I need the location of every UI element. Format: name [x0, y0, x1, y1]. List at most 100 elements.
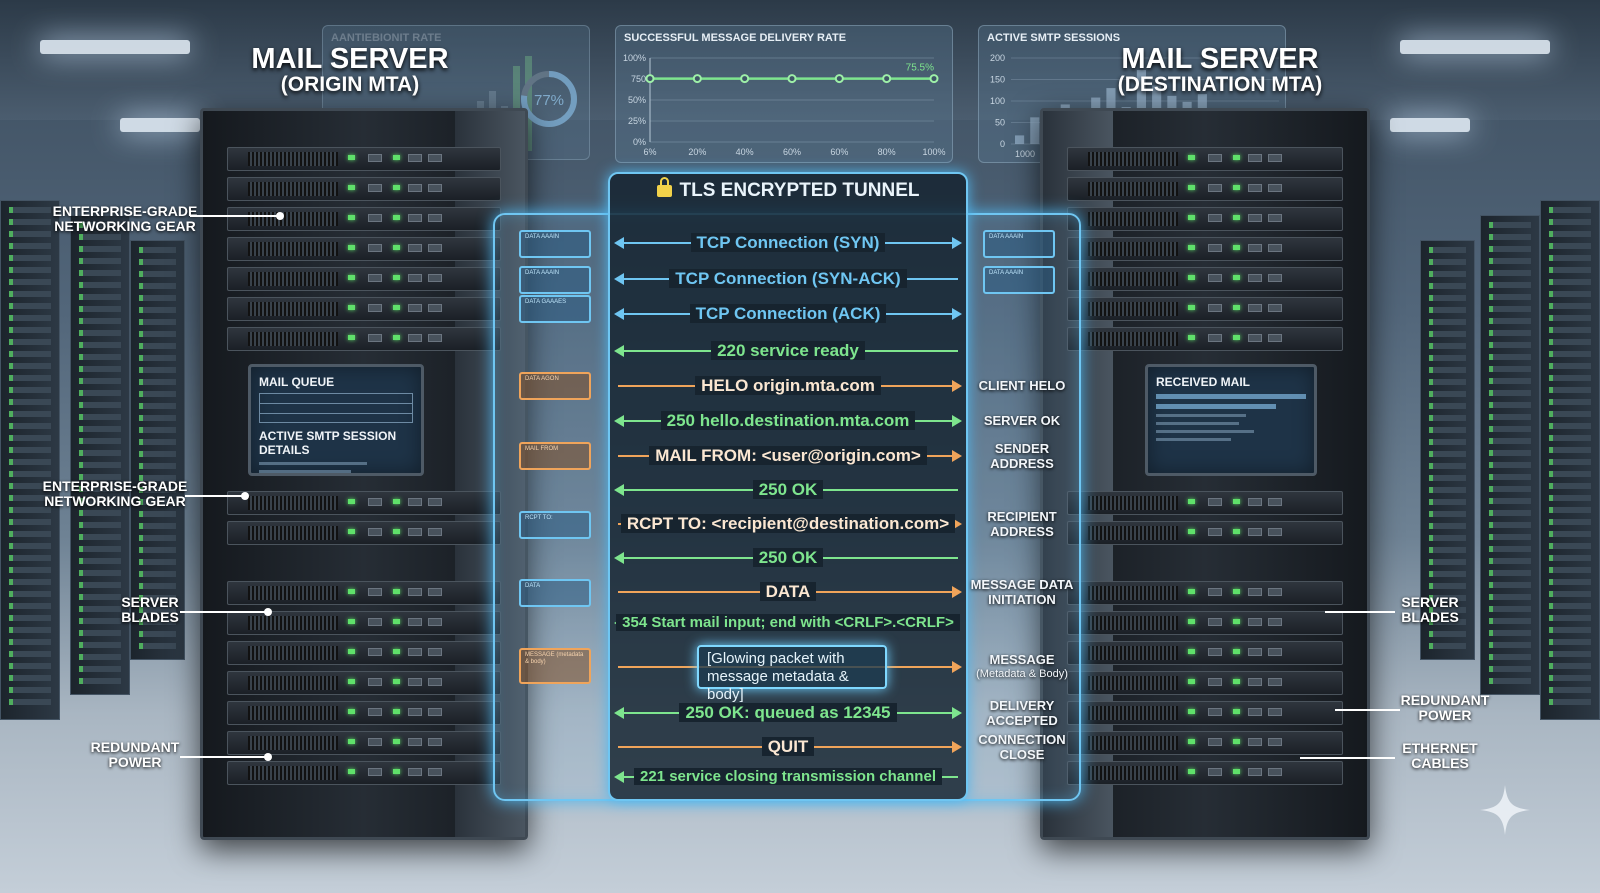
- callout-line-1: REDUNDANT: [1400, 692, 1490, 708]
- destination-server-title: MAIL SERVER (DESTINATION MTA): [1100, 44, 1340, 96]
- server-unit: [1067, 641, 1343, 665]
- arrow-right-icon: [952, 237, 962, 249]
- smtp-step-16: 221 service closing transmission channel: [614, 765, 962, 789]
- step-label-line-2: ACCEPTED: [986, 713, 1058, 728]
- y-tick-label: 150: [990, 75, 1005, 85]
- received-mail-screen: RECEIVED MAIL: [1145, 364, 1317, 476]
- step-text: 220 service ready: [711, 341, 865, 360]
- step-label-line-2: INITIATION: [988, 592, 1056, 607]
- callout-dot: [241, 492, 249, 500]
- packet-line-2: message metadata & body]: [707, 668, 849, 703]
- y-tick-label: 200: [990, 53, 1005, 63]
- step-label: MESSAGE(Metadata & Body): [968, 652, 1076, 682]
- step-label-line-1: DELIVERY: [989, 698, 1055, 713]
- step-label-line-2: (Metadata & Body): [976, 668, 1068, 680]
- arrow-right-icon: [952, 308, 962, 320]
- step-message: 250 OK: queued as 12345: [614, 701, 962, 725]
- data-point: [882, 74, 892, 84]
- mail-queue-screen: MAIL QUEUE ACTIVE SMTP SESSION DETAILS: [248, 364, 424, 476]
- server-unit: [227, 491, 501, 515]
- step-label-line-2: ADDRESS: [990, 524, 1054, 539]
- arrow-left-icon: [614, 771, 624, 783]
- ceiling-light: [40, 40, 190, 54]
- smtp-step-11: DATA: [614, 580, 962, 604]
- server-unit: [227, 581, 501, 605]
- origin-log-box: DATA AAAIN: [519, 230, 591, 258]
- step-label-line-1: CLIENT HELO: [978, 378, 1066, 393]
- callout-line-1: SERVER: [1401, 594, 1459, 610]
- server-unit: [1067, 297, 1343, 321]
- x-tick-label: 20%: [688, 147, 706, 157]
- origin-server-title: MAIL SERVER (ORIGIN MTA): [230, 44, 470, 96]
- server-unit: [1067, 207, 1343, 231]
- destination-title-line: MAIL SERVER: [1121, 43, 1319, 75]
- y-tick-label: 25%: [628, 116, 646, 126]
- step-text: 250 OK: [752, 480, 824, 499]
- callout-leader: [1300, 757, 1395, 759]
- step-text: 250 OK: queued as 12345: [679, 703, 897, 722]
- server-unit: [227, 207, 501, 231]
- server-unit: [1067, 611, 1343, 635]
- background-rack: [1420, 240, 1475, 660]
- arrow-right-icon: [952, 707, 962, 719]
- arrow-left-icon: [614, 273, 624, 285]
- callout-line-2: NETWORKING GEAR: [54, 218, 196, 234]
- step-message: 220 service ready: [614, 339, 962, 363]
- step-message: HELO origin.mta.com: [614, 374, 962, 398]
- x-tick-label: 40%: [736, 147, 754, 157]
- arrow-left-icon: [614, 415, 624, 427]
- step-message: QUIT: [614, 735, 962, 759]
- arrow-right-icon: [952, 586, 962, 598]
- y-tick-label: 100%: [623, 53, 646, 63]
- log-box-text: DATA AAAIN: [989, 270, 1024, 276]
- destination-subtitle: (DESTINATION MTA): [1117, 73, 1323, 96]
- destination-log-box: DATA AAAIN: [983, 266, 1055, 294]
- x-tick-label: 60%: [830, 147, 848, 157]
- server-unit: [1067, 177, 1343, 201]
- step-message: DATA: [614, 580, 962, 604]
- server-unit: [1067, 267, 1343, 291]
- background-rack: [0, 200, 60, 720]
- smtp-step-12: 354 Start mail input; end with <CRLF>.<C…: [614, 611, 962, 635]
- origin-log-box: MAIL FROM: [519, 442, 591, 470]
- arrow-left-icon: [614, 707, 624, 719]
- x-tick-label: 6%: [643, 147, 656, 157]
- step-text: TCP Connection (SYN-ACK): [669, 269, 907, 288]
- origin-log-box: DATA AGON: [519, 372, 591, 400]
- end-value-label: 75.5%: [906, 63, 934, 74]
- arrow-left-icon: [614, 237, 624, 249]
- step-label-line-1: SERVER OK: [983, 413, 1061, 428]
- arrow-right-icon: [952, 380, 962, 392]
- step-text: 250 hello.destination.mta.com: [660, 411, 916, 430]
- mail-queue-table: [259, 393, 413, 423]
- background-rack: [70, 215, 130, 695]
- step-text: MAIL FROM: <user@origin.com>: [649, 446, 927, 465]
- callout-dot: [264, 608, 272, 616]
- step-message: TCP Connection (ACK): [614, 302, 962, 326]
- data-point: [645, 74, 655, 84]
- step-text: 250 OK: [752, 548, 824, 567]
- smtp-step-3: TCP Connection (ACK): [614, 302, 962, 326]
- y-tick-label: 0%: [633, 137, 646, 147]
- x-axis-label: 1000: [1015, 149, 1035, 159]
- step-message: TCP Connection (SYN): [614, 231, 962, 255]
- x-tick-label: 100%: [922, 147, 945, 157]
- callout-line-2: CABLES: [1411, 755, 1469, 771]
- callout-leader: [185, 495, 245, 497]
- arrow-right-icon: [952, 741, 962, 753]
- log-box-text: MESSAGE (metadata & body): [525, 652, 584, 665]
- arrow-left-icon: [614, 308, 624, 320]
- server-unit: [227, 761, 501, 785]
- step-label-line-2: CLOSE: [999, 747, 1045, 762]
- smtp-step-6: 250 hello.destination.mta.com: [614, 409, 962, 433]
- smtp-step-10: 250 OK: [614, 546, 962, 570]
- session-bar: [1136, 70, 1146, 144]
- step-label-line-1: CONNECTION: [978, 732, 1066, 747]
- step-text: DATA: [759, 582, 817, 601]
- step-text: QUIT: [761, 737, 815, 756]
- smtp-step-9: RCPT TO: <recipient@destination.com>: [614, 512, 962, 536]
- log-box-text: MAIL FROM: [525, 446, 559, 452]
